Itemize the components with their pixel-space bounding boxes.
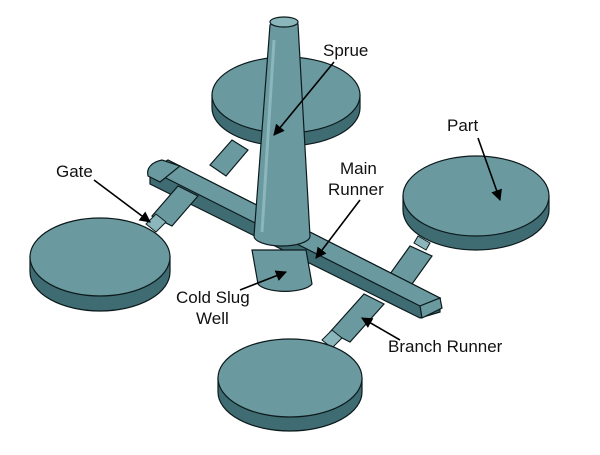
part-label: Part	[447, 116, 478, 135]
branch-runner-left	[145, 185, 199, 233]
branch-runner-label: Branch Runner	[388, 337, 503, 356]
gate-arrow	[93, 179, 151, 223]
cold-slug-arrow	[239, 270, 288, 291]
cold-slug-well	[251, 249, 313, 292]
sprue-cone	[253, 16, 311, 247]
branch-runner-back	[209, 139, 249, 177]
part-disc-front	[217, 338, 363, 432]
part-disc-left	[29, 217, 171, 312]
leader-arrows	[93, 61, 502, 341]
gate-label: Gate	[56, 162, 93, 181]
branch-runner-arrow	[361, 317, 401, 341]
sprue-label: Sprue	[323, 41, 368, 60]
branch-runner-front	[321, 293, 385, 349]
main-runner-arrow	[315, 199, 361, 259]
part-arrow	[477, 137, 502, 202]
main-runner-label-line2: Runner	[328, 180, 384, 199]
part-disc-right	[402, 155, 550, 251]
sprue-arrow	[273, 61, 335, 136]
cold-slug-label-line1: Cold Slug	[176, 288, 250, 307]
cold-slug-label-line2: Well	[196, 309, 229, 328]
main-runner-label-line1: Main	[340, 159, 377, 178]
